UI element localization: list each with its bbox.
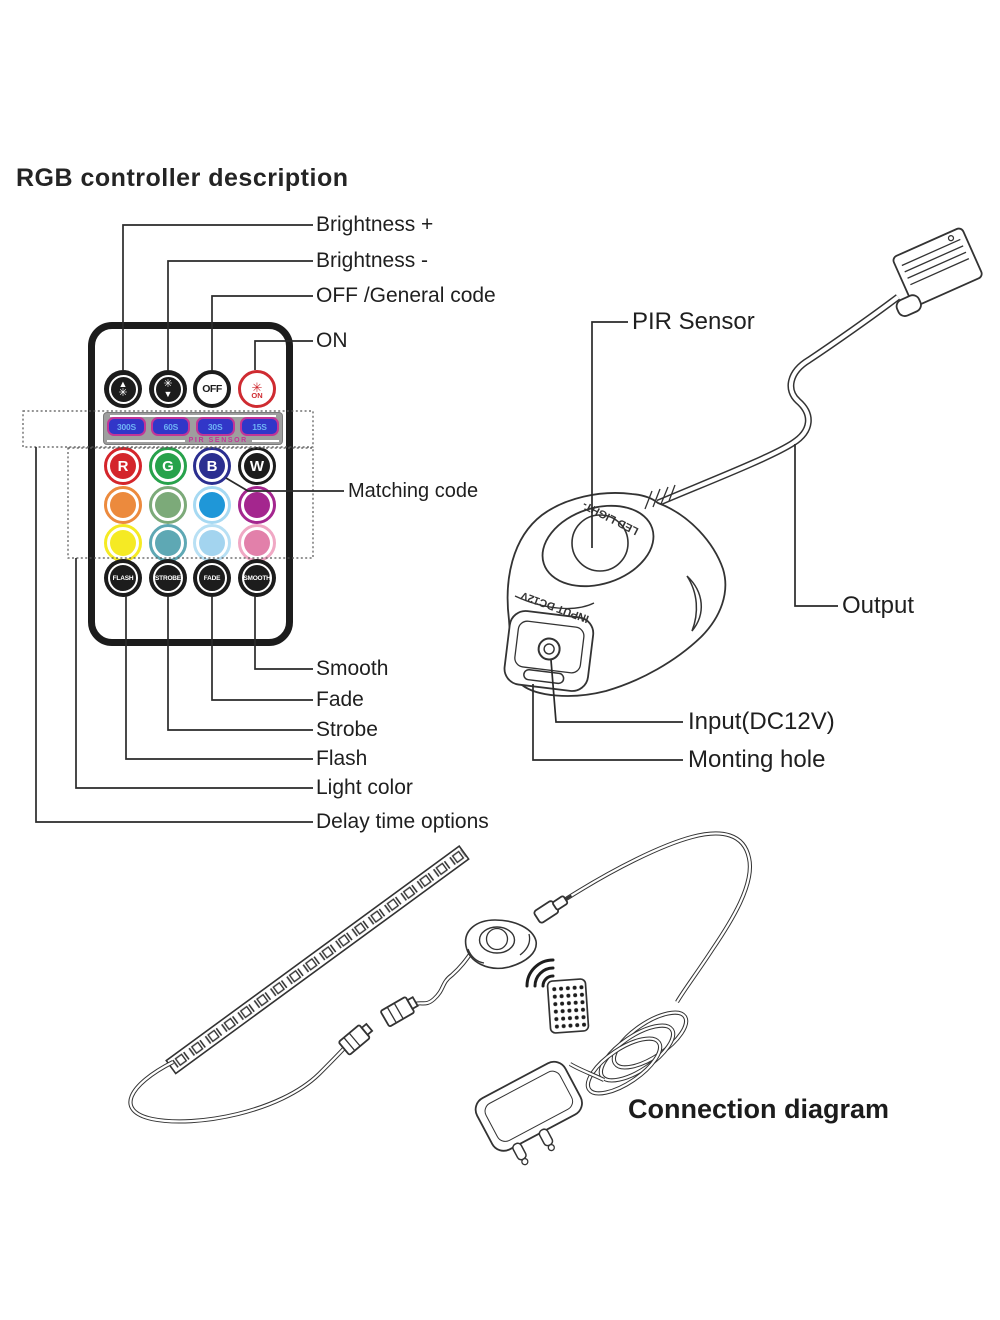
timer-button-15s: 15S — [239, 417, 279, 436]
callout-output: Output — [842, 592, 915, 619]
color-button-pink — [238, 524, 276, 562]
color-button-label: B — [206, 457, 218, 475]
cable-strain-ribs — [644, 484, 676, 510]
color-button-blue: B — [193, 447, 231, 485]
timer-button-30s: 30S — [195, 417, 235, 436]
star-icon: ✳ — [251, 379, 263, 395]
dc-input-jack — [537, 637, 561, 661]
brightness-down-button: ✳ ▼ — [149, 370, 187, 408]
color-button-green: G — [149, 447, 187, 485]
down-arrow-icon: ▼ — [163, 388, 173, 399]
remote-control: ▲ ✳ ✳ ▼ OFF ✳ ON 300S 60S 30S — [88, 322, 293, 646]
color-button-seagreen — [149, 486, 187, 524]
callout-on: ON — [316, 329, 348, 352]
callout-delay-time: Delay time options — [316, 810, 489, 833]
off-button: OFF — [193, 370, 231, 408]
connection-diagram-caption: Connection diagram — [628, 1094, 890, 1124]
adapter-cable-tail — [568, 1062, 605, 1082]
mode-label: SMOOTH — [243, 574, 271, 582]
pir-sensor-strip-label: PIR SENSOR — [107, 437, 279, 444]
callout-flash: Flash — [316, 747, 368, 770]
adapter-cable — [564, 831, 753, 1004]
callout-input-dc12v: Input(DC12V) — [688, 708, 835, 735]
device-input-text: INPUT DC12V — [519, 589, 591, 625]
cable-coil — [585, 1010, 689, 1096]
up-arrow-icon: ▲ — [118, 378, 128, 389]
strip-highlight — [110, 415, 276, 417]
callout-light-color: Light color — [316, 776, 413, 799]
smooth-button: SMOOTH — [238, 559, 276, 597]
timer-label: 15S — [252, 421, 267, 432]
callout-matching-code: Matching code — [348, 480, 479, 502]
dc-barrel-plug — [533, 894, 573, 924]
callout-smooth: Smooth — [316, 657, 389, 680]
mounting-hole-slot — [523, 668, 565, 685]
delay-time-strip: 300S 60S 30S 15S PIR SENSOR — [103, 412, 283, 445]
mini-remote — [546, 978, 590, 1034]
mode-label: FLASH — [112, 574, 134, 582]
mode-label: STROBE — [155, 574, 181, 582]
color-button-lightblue — [193, 524, 231, 562]
star-icon: ✳ — [118, 386, 128, 399]
page-title: RGB controller description — [16, 164, 349, 192]
brightness-down-icon: ✳ ▼ — [153, 374, 183, 404]
device-front-panel — [503, 610, 595, 692]
timer-button-300s: 300S — [107, 417, 146, 436]
divider — [107, 439, 185, 442]
brightness-up-icon: ▲ ✳ — [108, 374, 138, 404]
color-button-red: R — [104, 447, 142, 485]
callout-brightness-minus: Brightness - — [316, 249, 429, 272]
callout-pir-sensor: PIR Sensor — [632, 308, 755, 335]
color-button-skyblue — [193, 486, 231, 524]
fade-button: FADE — [193, 559, 231, 597]
strobe-button: STROBE — [149, 559, 187, 597]
color-button-teal — [149, 524, 187, 562]
color-button-label: G — [162, 457, 174, 475]
plug-pin — [538, 1128, 554, 1147]
color-button-orange — [104, 486, 142, 524]
color-button-yellow — [104, 524, 142, 562]
color-button-white: W — [238, 447, 276, 485]
mode-label: FADE — [203, 574, 221, 582]
device-brand-text: LED LIGHT- — [580, 498, 640, 537]
pir-dome-lens — [571, 514, 629, 572]
flash-button: FLASH — [104, 559, 142, 597]
power-adapter — [474, 1060, 583, 1166]
plug-pin — [512, 1142, 527, 1161]
output-connector — [892, 227, 983, 317]
timer-label: 30S — [207, 421, 223, 432]
controller-connector — [380, 995, 419, 1027]
timer-label: 60S — [163, 421, 179, 432]
mini-controller — [464, 919, 537, 969]
strip-connector — [338, 1022, 374, 1056]
wireless-signal-icon — [525, 958, 555, 988]
callout-off-general-code: OFF /General code — [316, 284, 496, 307]
pir-sensor-device: LED LIGHT- INPUT DC12V — [503, 484, 727, 697]
led-strip — [165, 845, 470, 1075]
star-icon: ✳ — [163, 377, 173, 390]
divider — [251, 439, 279, 442]
on-button: ✳ ON — [238, 370, 276, 408]
timer-button-60s: 60S — [151, 417, 191, 436]
on-button-label: ON — [251, 390, 263, 400]
off-button-label: OFF — [202, 383, 222, 395]
callout-fade: Fade — [316, 688, 364, 711]
controller-cable — [407, 951, 473, 1009]
brightness-up-button: ▲ ✳ — [104, 370, 142, 408]
pir-dome-ring — [541, 504, 655, 588]
color-button-purple — [238, 486, 276, 524]
callout-monting-hole: Monting hole — [688, 746, 826, 773]
color-button-label: R — [117, 457, 129, 475]
mini-remote-buttons — [551, 983, 588, 1031]
timer-label: 300S — [116, 421, 137, 432]
callout-strobe: Strobe — [316, 718, 378, 741]
strip-cable — [128, 1042, 350, 1124]
callout-brightness-plus: Brightness + — [316, 213, 434, 236]
color-button-label: W — [249, 457, 265, 475]
